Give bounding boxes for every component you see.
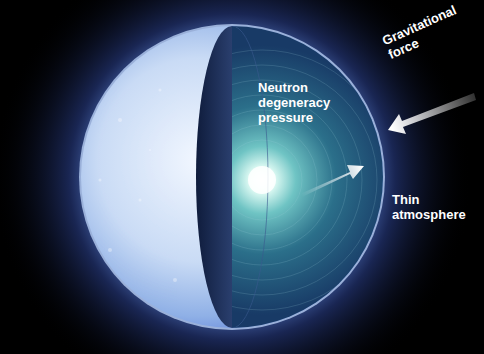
pressure-label: Neutron degeneracy pressure <box>258 80 348 125</box>
atmosphere-label: Thin atmosphere <box>392 192 480 222</box>
